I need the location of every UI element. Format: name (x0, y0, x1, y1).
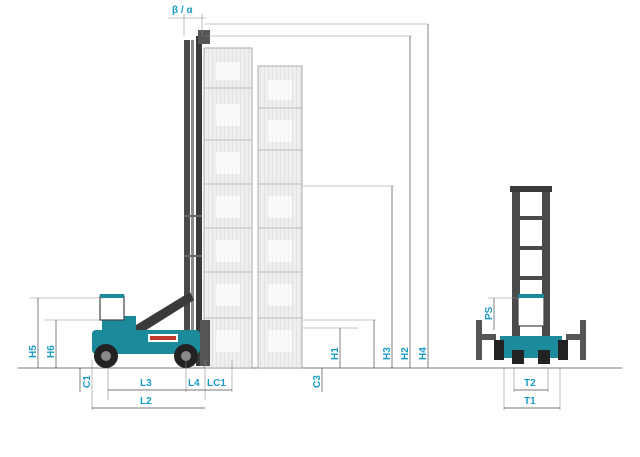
container-stack-front (203, 47, 253, 369)
label-PS: PS (484, 306, 495, 320)
dimension-lines (30, 14, 561, 410)
mast (184, 30, 210, 366)
label-C3: C3 (312, 375, 323, 388)
label-H2: H2 (400, 347, 411, 360)
label-C1: C1 (82, 375, 93, 388)
label-T1: T1 (524, 396, 536, 407)
label-H5: H5 (28, 345, 39, 358)
label-H6: H6 (46, 345, 57, 358)
label-H4: H4 (418, 347, 429, 360)
label-beta-alpha: β / α (172, 5, 193, 16)
side-machine (92, 294, 200, 368)
label-LC1: LC1 (207, 378, 226, 389)
label-L4: L4 (188, 378, 200, 389)
container-stack-back (257, 65, 303, 369)
label-T2: T2 (524, 378, 536, 389)
label-H1: H1 (330, 347, 341, 360)
label-L2: L2 (140, 396, 152, 407)
label-H3: H3 (382, 347, 393, 360)
label-L3: L3 (140, 378, 152, 389)
front-machine (476, 186, 586, 364)
